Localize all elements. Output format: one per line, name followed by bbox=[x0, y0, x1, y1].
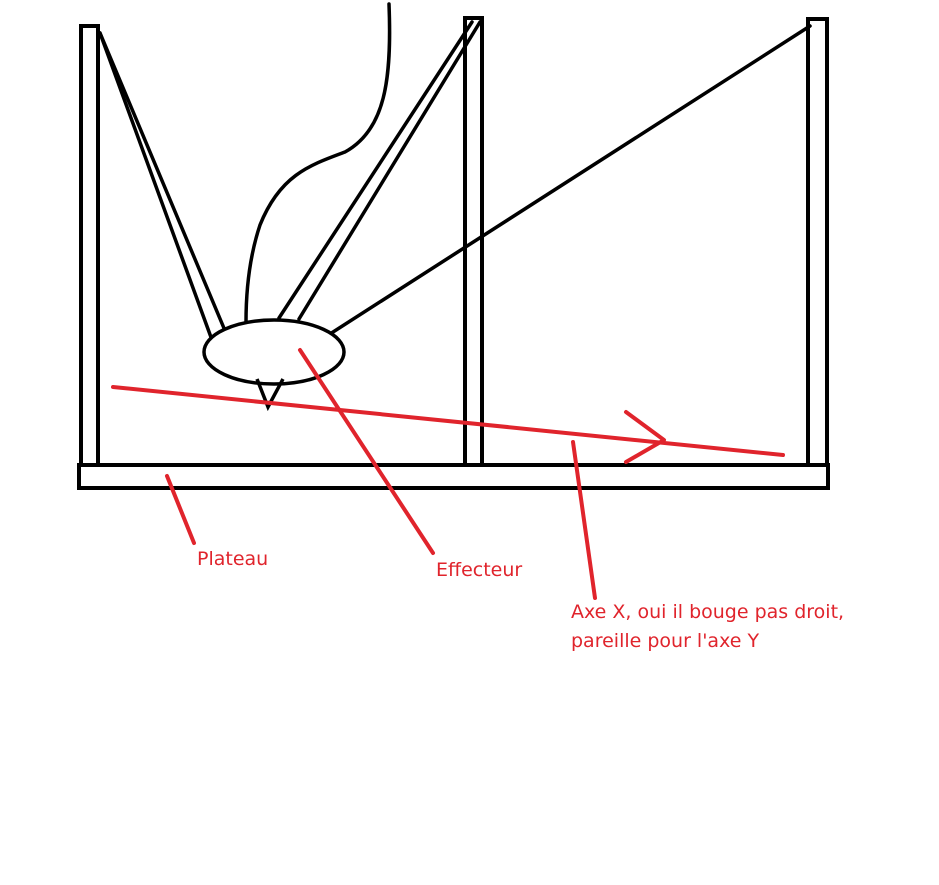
plateau-label: Plateau bbox=[197, 548, 269, 570]
axis-x-label-line-1: Axe X, oui il bouge pas droit, bbox=[571, 601, 845, 623]
axis-x-arrow-head bbox=[624, 410, 666, 464]
right-pillar bbox=[806, 17, 829, 467]
left-pillar bbox=[79, 24, 100, 467]
axis-x-arrow-line bbox=[111, 385, 785, 457]
arm-left-b bbox=[98, 31, 228, 335]
axis-x-label: Axe X, oui il bouge pas droit, pareille … bbox=[571, 598, 844, 657]
arm-right bbox=[303, 24, 812, 352]
annotations bbox=[111, 348, 785, 600]
plateau-leader-line bbox=[165, 474, 196, 545]
effector-platform bbox=[202, 318, 346, 386]
arm-middle-b bbox=[297, 20, 482, 321]
filament-cable bbox=[244, 2, 392, 324]
plateau-base bbox=[77, 463, 830, 490]
carriage-arms bbox=[98, 20, 812, 352]
arm-left-a bbox=[98, 31, 214, 342]
effecteur-leader-line bbox=[298, 348, 435, 555]
axis-x-label-line-2: pareille pour l'axe Y bbox=[571, 630, 760, 653]
effecteur-label: Effecteur bbox=[436, 559, 523, 581]
nozzle-icon bbox=[255, 378, 285, 412]
axis-x-leader-line bbox=[571, 440, 597, 600]
printer-frame bbox=[77, 16, 830, 490]
arm-middle-a bbox=[277, 20, 474, 320]
